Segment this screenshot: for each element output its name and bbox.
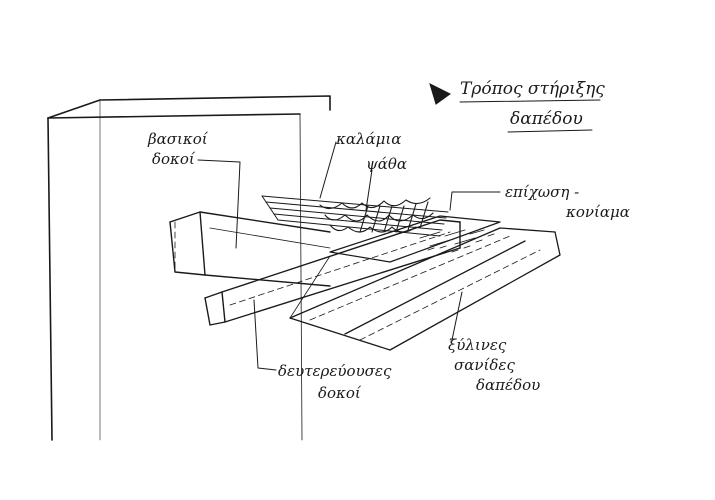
wall-outline: [47, 95, 331, 441]
plaster-layer-drawing: [329, 215, 501, 263]
title-underline-1: [459, 99, 601, 103]
secondary-beam-drawing: [204, 219, 461, 326]
main-beam-drawing: [169, 211, 331, 287]
straw-label: ψάθα: [366, 155, 408, 173]
title-arrow-icon: [429, 83, 451, 105]
secondary-beams-label-line-2: δοκοί: [318, 384, 361, 402]
main-beams-label-line-2: δοκοί: [152, 150, 195, 168]
straw-hatching: [319, 197, 434, 233]
main-beams-label-line-1: βασικοί: [148, 130, 208, 148]
title-underline-2: [507, 129, 593, 133]
floor-boards-drawing: [289, 227, 561, 351]
plaster-label-line-1: επίχωση -: [505, 183, 580, 201]
secondary-beams-label-line-1: δευτερεύουσες: [278, 362, 392, 380]
reed-mat-label: καλάμια: [336, 130, 402, 148]
leader-lines: [197, 141, 501, 371]
title-line-2: δαπέδου: [510, 109, 583, 129]
floor-boards-label-line-3: δαπέδου: [476, 376, 541, 394]
plaster-label-line-2: κονίαμα: [566, 203, 630, 221]
floor-boards-label-line-2: σανίδες: [454, 356, 515, 374]
floor-boards-label-line-1: ξύλινες: [448, 336, 507, 354]
title-line-1: Τρόπος στήριξης: [460, 79, 605, 99]
reed-mat-drawing: [261, 195, 449, 237]
